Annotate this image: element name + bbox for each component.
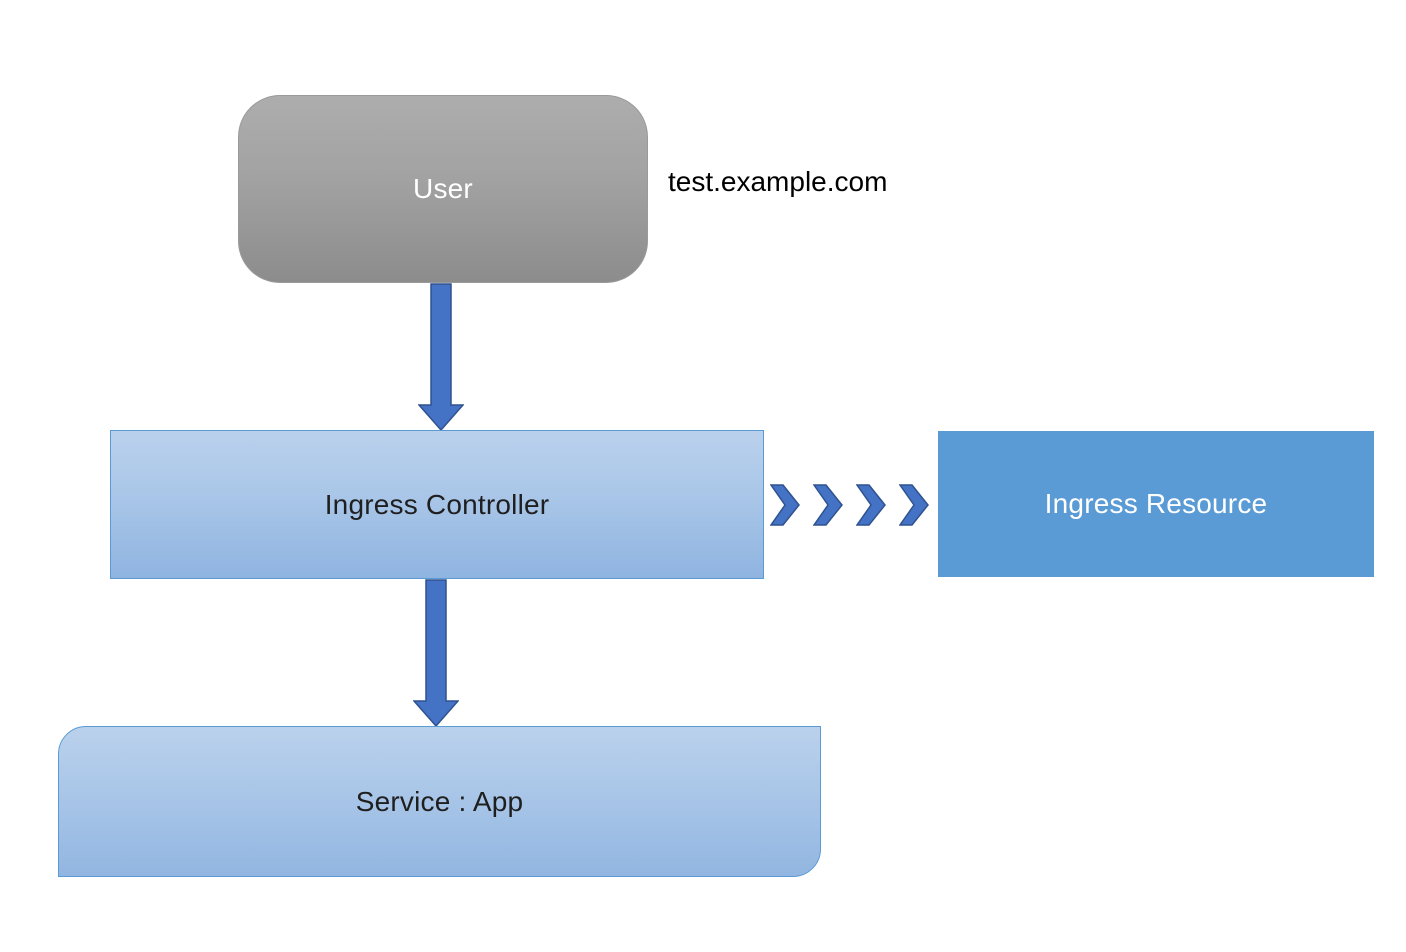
service-label: Service : App: [355, 785, 524, 817]
user-label: User: [413, 173, 473, 205]
chevron-right-icon: [770, 484, 800, 526]
chevron-right-icon: [899, 484, 929, 526]
ingress-controller-label: Ingress Controller: [324, 488, 550, 520]
chevron-right-icon: [813, 484, 843, 526]
node-service: Service : App: [58, 726, 821, 877]
down-arrow-icon: [413, 579, 459, 727]
chevron-arrows: [770, 484, 929, 526]
hostname-label: test.example.com: [668, 166, 888, 197]
chevron-right-icon: [856, 484, 886, 526]
down-arrow-icon: [418, 283, 464, 431]
node-ingress-controller: Ingress Controller: [110, 430, 764, 579]
node-user: User: [238, 95, 648, 283]
ingress-resource-label: Ingress Resource: [1044, 488, 1268, 520]
node-ingress-resource: Ingress Resource: [938, 431, 1374, 577]
